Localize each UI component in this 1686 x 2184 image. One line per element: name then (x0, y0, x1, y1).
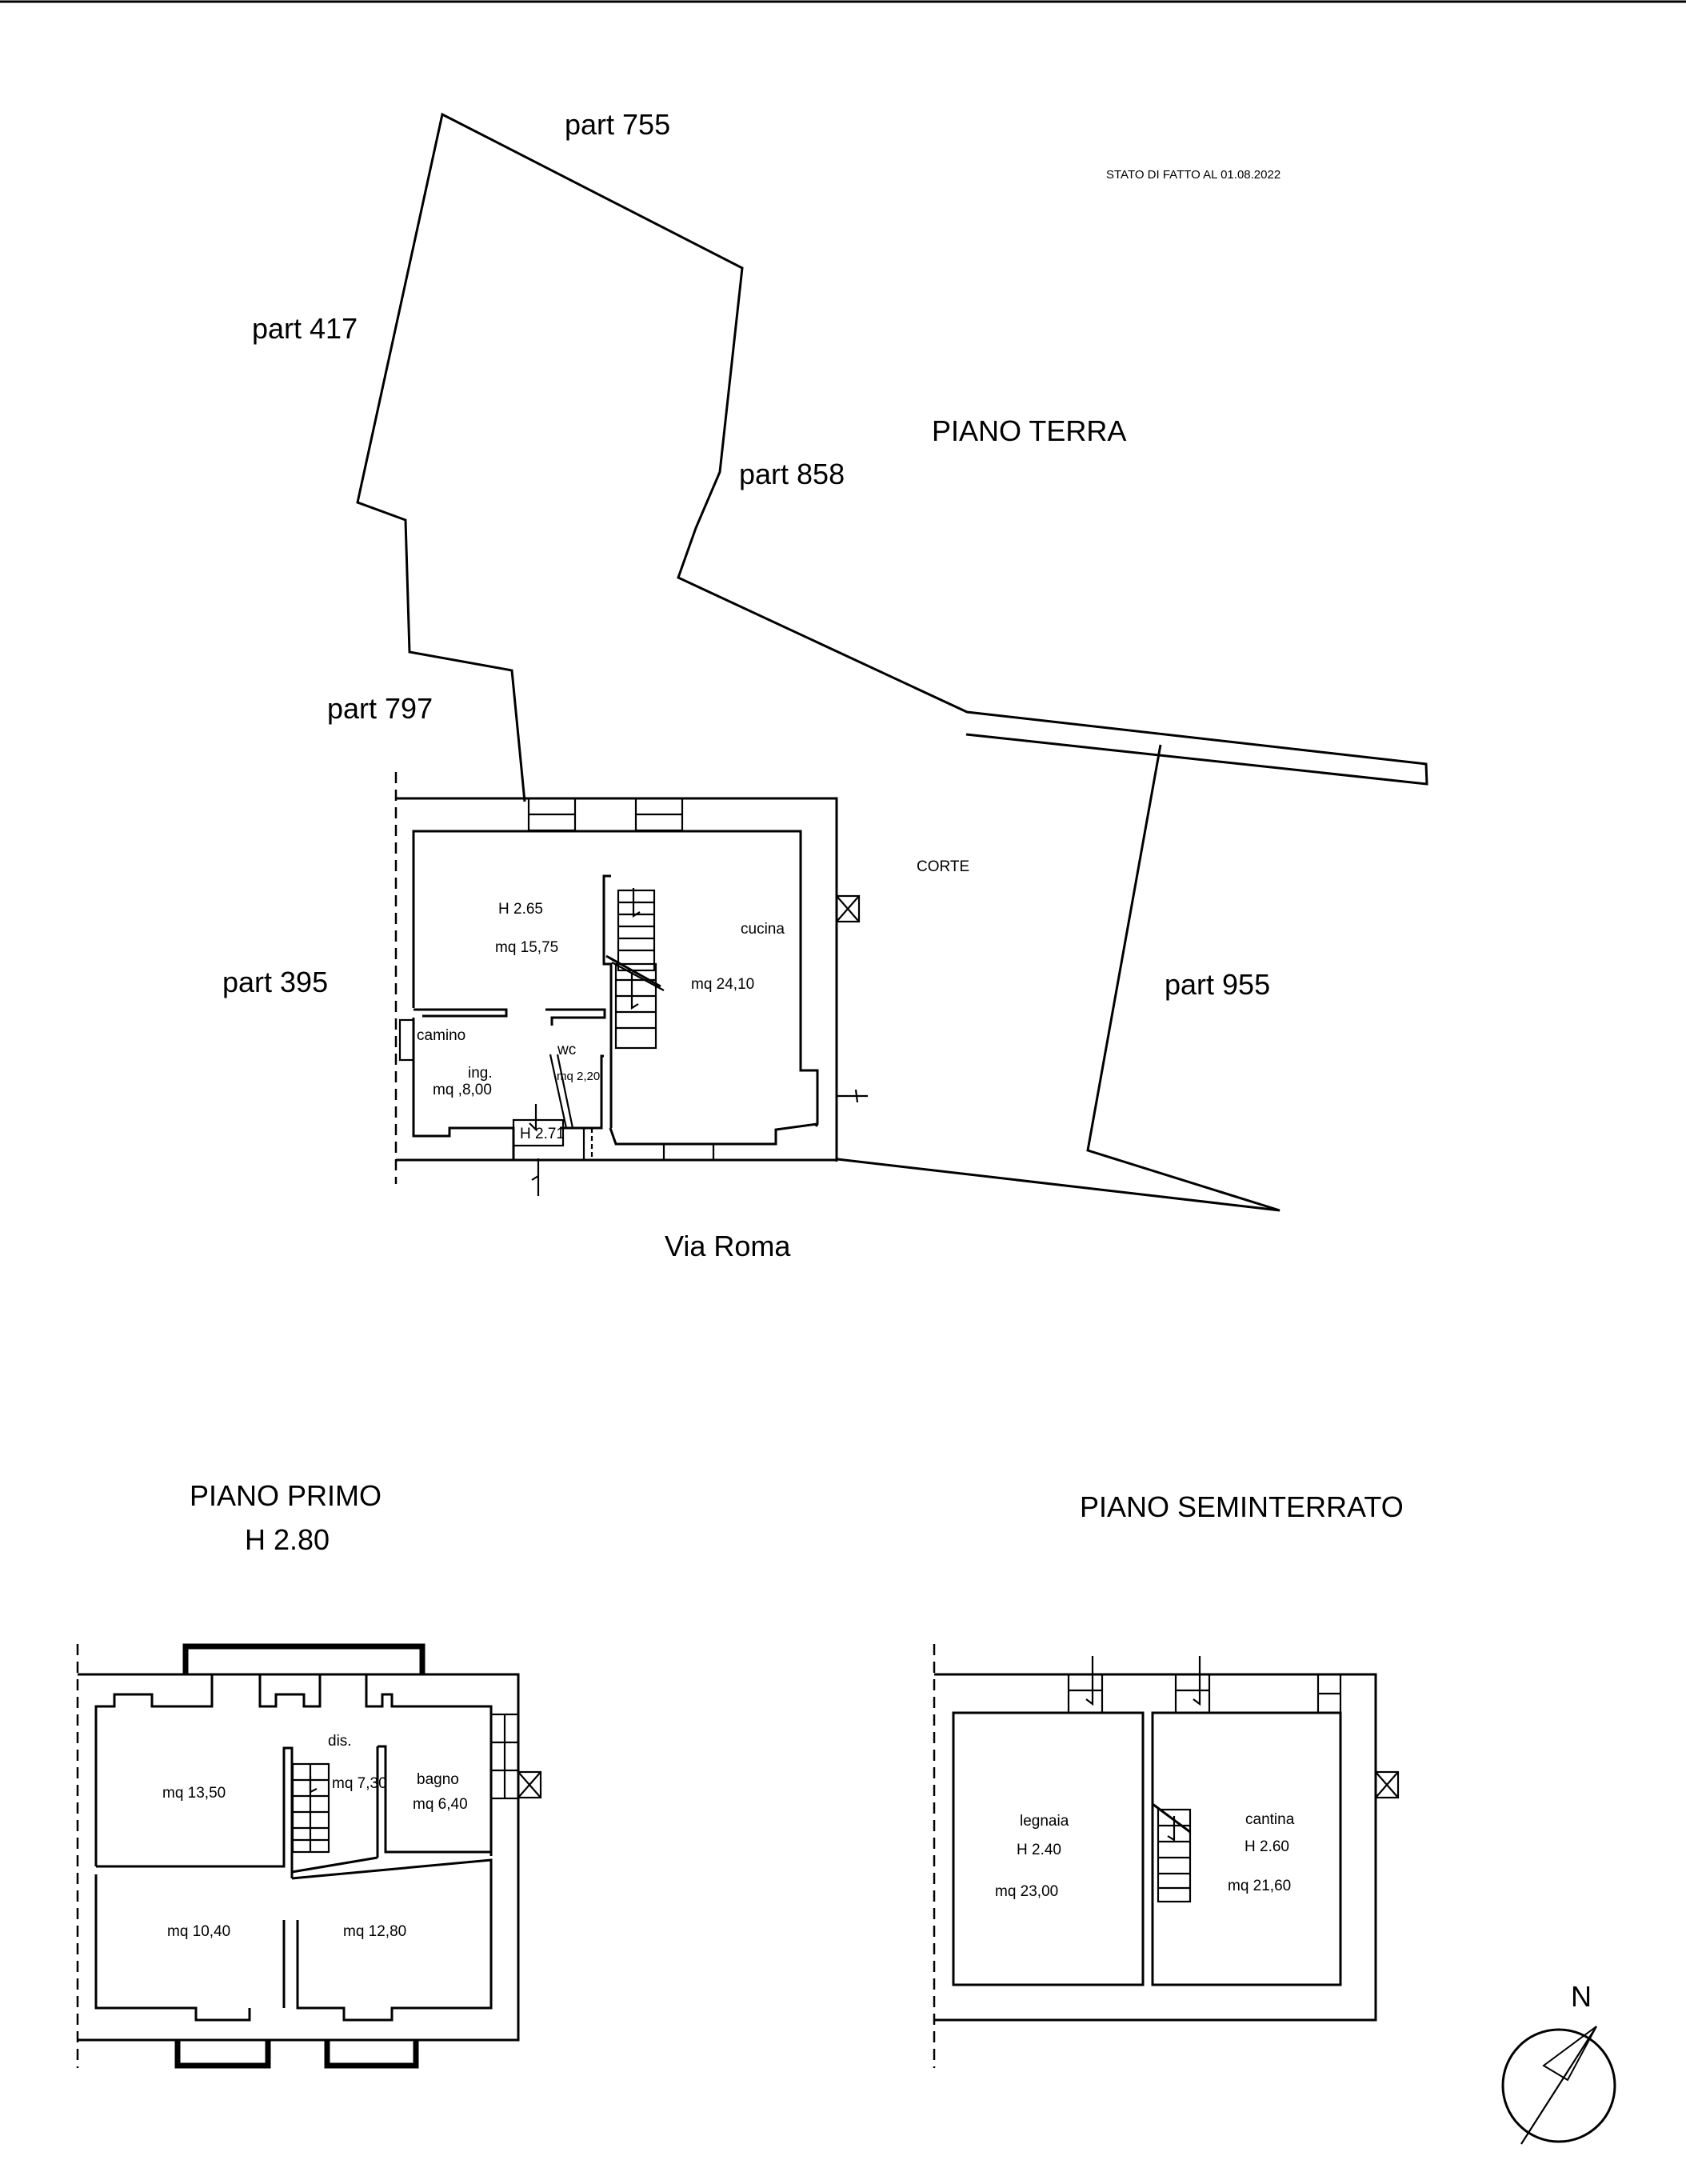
hall-label: dis. (328, 1733, 352, 1750)
north-label: N (1571, 1980, 1592, 2013)
entrance-height: H 2.71 (520, 1126, 565, 1142)
kitchen-area: mq 24,10 (691, 976, 754, 993)
first-floor-title: PIANO PRIMO (190, 1479, 382, 1512)
ground-stairs (605, 901, 665, 1050)
living-height: H 2.65 (498, 901, 543, 918)
bath-label: bagno (417, 1771, 459, 1788)
first-floor-plan (76, 1643, 542, 2069)
fireplace-label: camino (417, 1027, 465, 1044)
parcel-label-395: part 395 (222, 966, 328, 998)
parcel-label-955: part 955 (1165, 968, 1270, 1001)
first-room-a-area: mq 13,50 (162, 1785, 226, 1802)
entrance-label: ing. (468, 1065, 493, 1082)
basement-title: PIANO SEMINTERRATO (1080, 1490, 1404, 1523)
parcel-label-417: part 417 (252, 312, 358, 345)
bath-area: mq 6,40 (413, 1796, 468, 1813)
first-floor-height: H 2.80 (245, 1523, 330, 1556)
hall-area: mq 7,30 (332, 1775, 387, 1792)
parcel-boundaries (356, 112, 1428, 1212)
cellar-height: H 2.60 (1245, 1838, 1289, 1855)
cellar-area: mq 21,60 (1228, 1878, 1291, 1894)
woodshed-height: H 2.40 (1017, 1842, 1061, 1858)
wc-label: wc (557, 1042, 576, 1058)
court-label: CORTE (917, 858, 969, 875)
woodshed-label: legnaia (1020, 1813, 1069, 1830)
entrance-area: mq ,8,00 (433, 1082, 492, 1098)
cellar-label: cantina (1245, 1811, 1295, 1828)
street-label: Via Roma (665, 1230, 791, 1262)
status-note: STATO DI FATTO AL 01.08.2022 (1106, 168, 1280, 182)
kitchen-label: cucina (741, 921, 785, 938)
parcel-label-755: part 755 (565, 108, 670, 141)
parcel-label-858: part 858 (739, 458, 845, 490)
first-room-c-area: mq 12,80 (343, 1923, 406, 1940)
parcel-label-797: part 797 (327, 692, 433, 725)
woodshed-area: mq 23,00 (995, 1883, 1058, 1900)
first-room-b-area: mq 10,40 (167, 1923, 230, 1940)
living-area: mq 15,75 (495, 939, 558, 956)
ground-floor-title: PIANO TERRA (932, 414, 1126, 447)
ground-floor-plan (394, 772, 868, 1196)
basement-plan (933, 1644, 1400, 2068)
wc-area: mq 2,20 (557, 1070, 600, 1083)
north-compass (1501, 2026, 1616, 2145)
